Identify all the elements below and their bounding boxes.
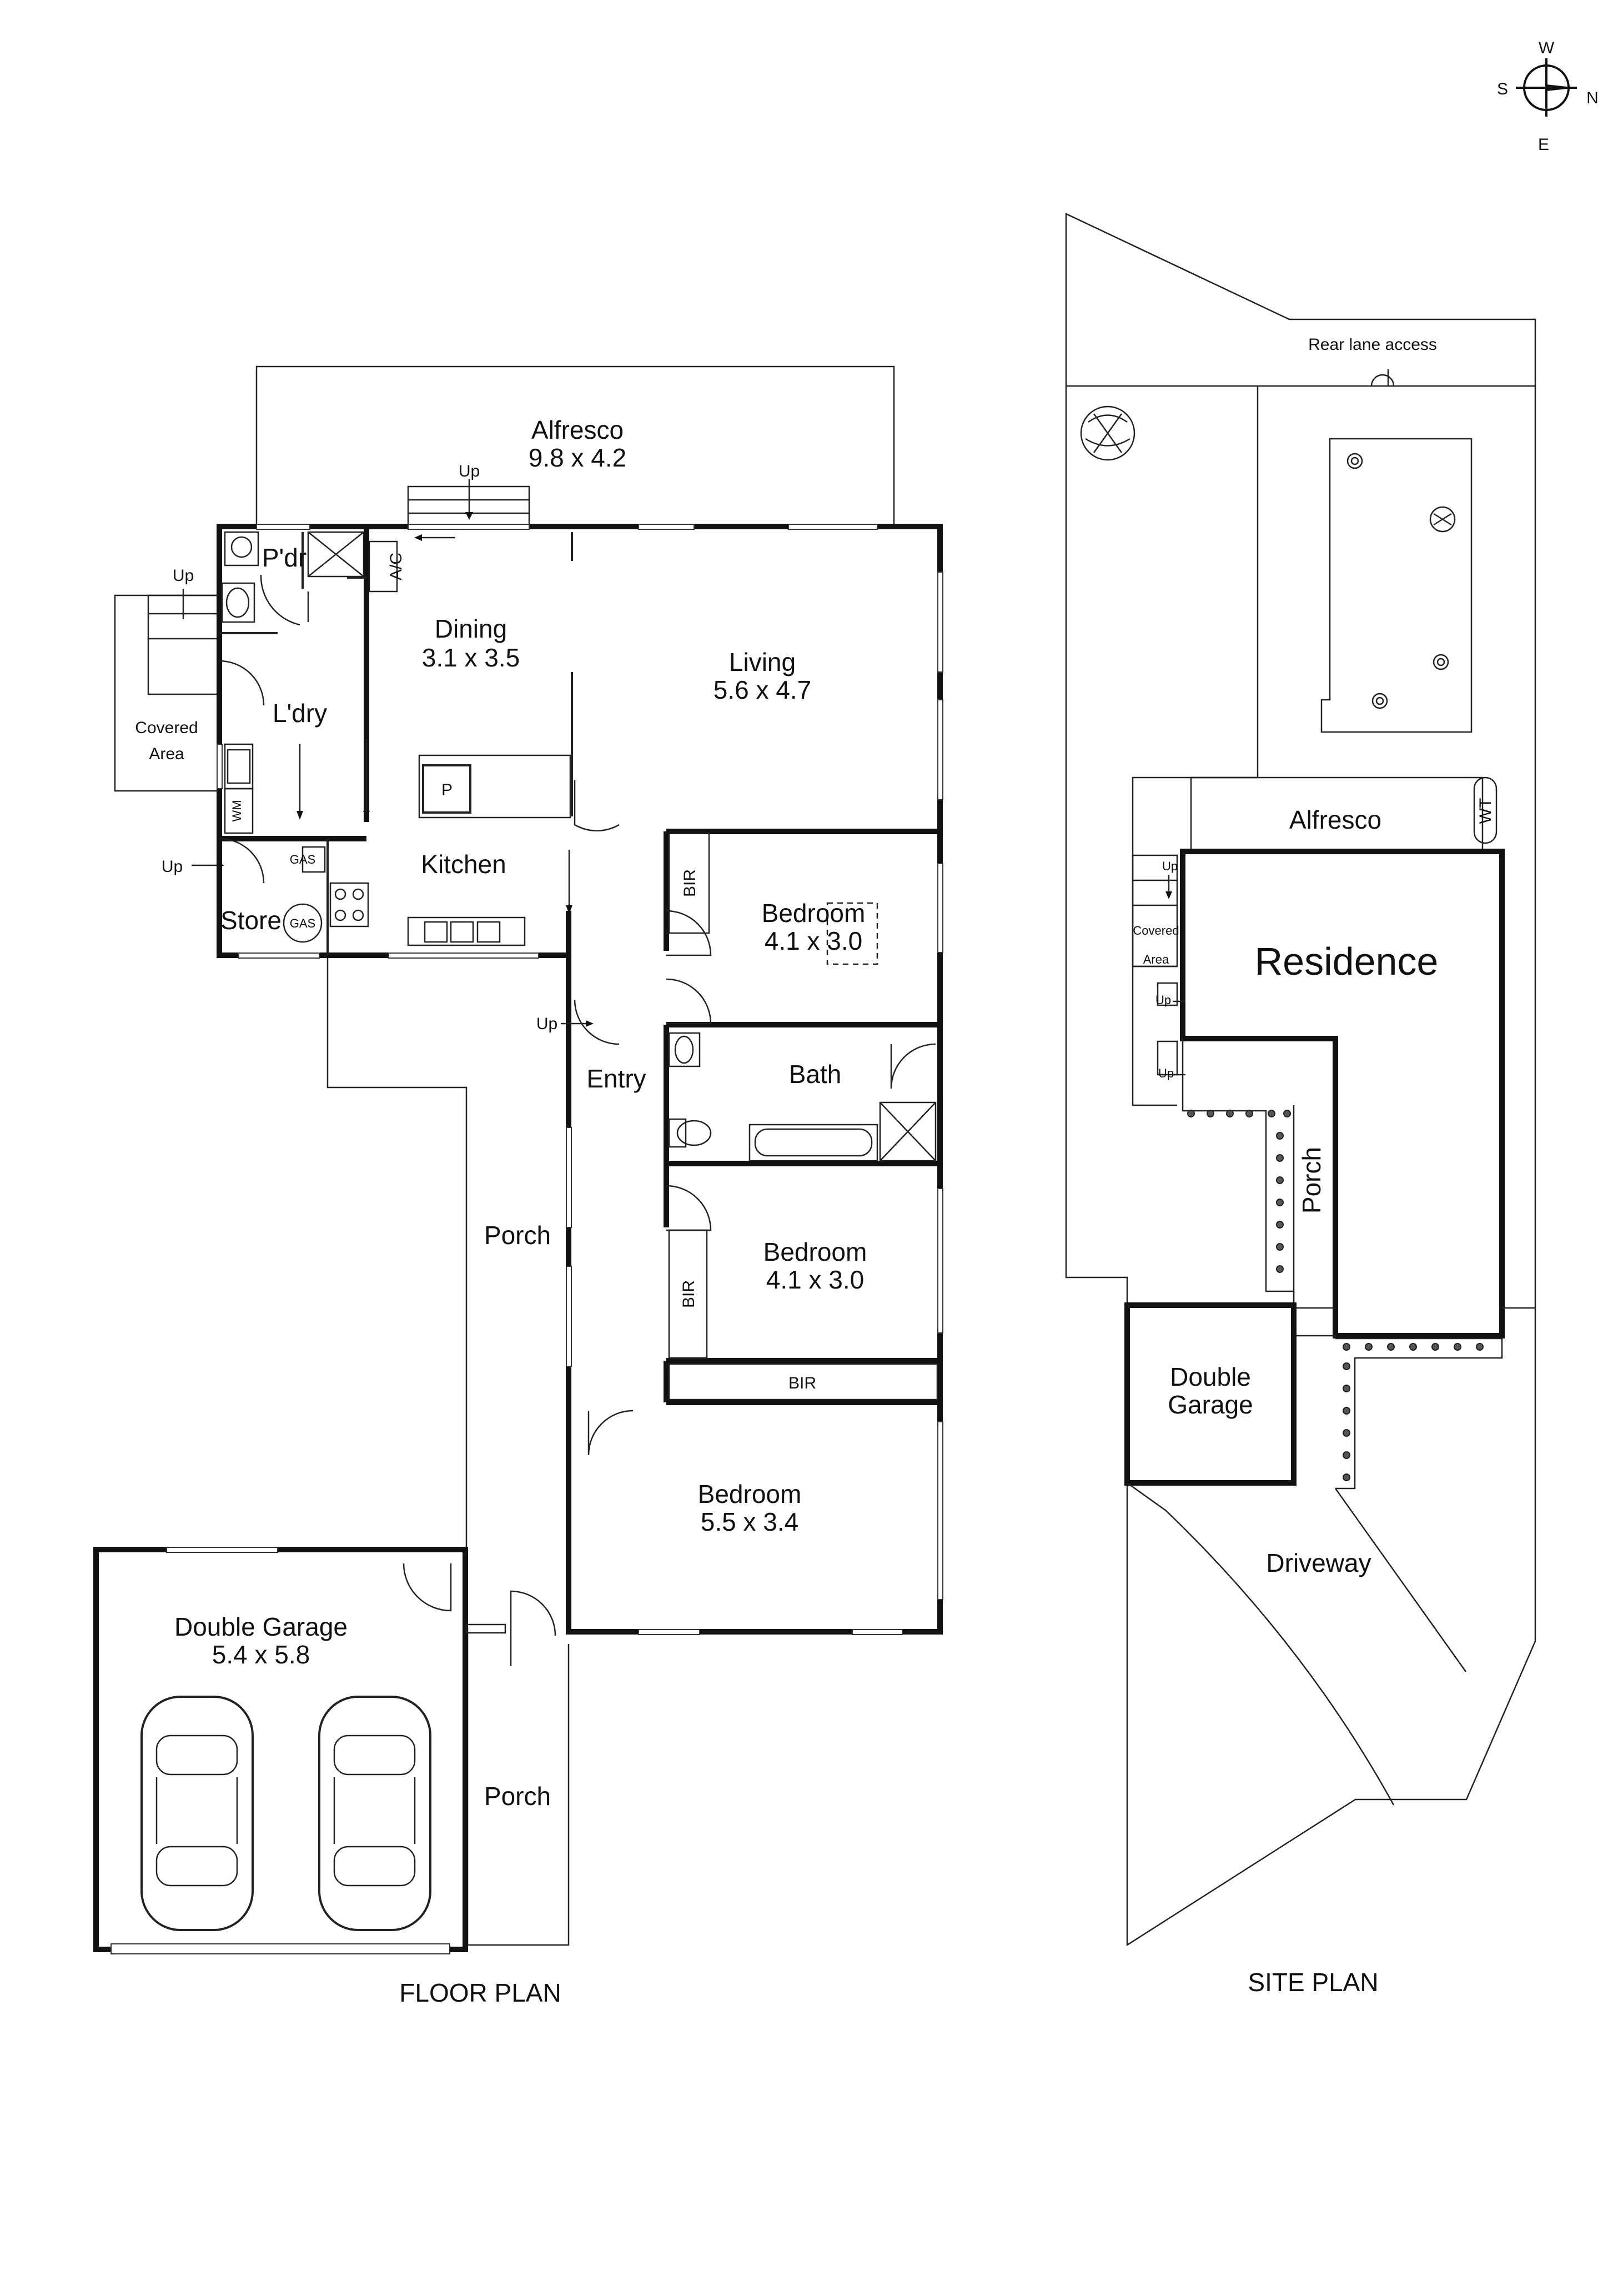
house-outer-wall [217,524,943,1635]
step-arrows [192,862,594,1027]
covered-label-2: Area [149,745,184,763]
garage-door [110,1943,450,1954]
car-left [140,1696,254,1931]
dining-label: Dining [435,614,507,643]
laundry-label: L'dry [273,699,327,728]
site-plan: Rear lane access Alfresco WT Residence U… [1065,213,1536,1997]
shower-powder [307,531,365,578]
residence-label: Residence [1255,940,1439,983]
garage-dims: 5.4 x 5.8 [212,1640,310,1669]
tree-icon [1080,405,1135,461]
bir-bedroom1 [668,832,710,934]
car-right [318,1696,431,1931]
porch-path [326,949,468,1627]
porch-posts [1187,1110,1484,1481]
pantry-label: P [441,781,453,799]
fixtures [221,531,938,1401]
bir2-label: BIR [680,1280,698,1308]
site-plan-caption: SITE PLAN [1248,1968,1378,1997]
site-garage [1124,1302,1297,1486]
floor-plan: Alfresco 9.8 x 4.2 Up P'dr A/C Dining 3.… [93,365,943,2007]
bir-bedroom2 [668,1229,708,1359]
ac-label: A/C [387,553,405,580]
kitchen-label: Kitchen [421,850,506,879]
bir1-label: BIR [681,869,699,897]
entry-up: Up [536,1015,557,1033]
floor-plan-caption: FLOOR PLAN [399,1978,561,2007]
wm-label: WM [230,800,244,821]
entry-label: Entry [586,1064,646,1093]
site-garage-label-1: Double [1170,1362,1251,1391]
site-garage-label-2: Garage [1168,1390,1253,1419]
compass-s: S [1497,80,1508,98]
bir-bedroom3 [668,1363,938,1401]
pantry [422,764,471,814]
site-boundary [1065,213,1536,1947]
living-label: Living [729,648,796,676]
cooktop [329,882,369,928]
gas-label-top: GAS [290,853,315,866]
bir3-label: BIR [788,1374,816,1392]
site-covered-area [1132,854,1178,1076]
doors [219,574,936,1666]
water-tank [1473,776,1498,844]
kitchen-sink [407,916,526,946]
alfresco-label: Alfresco [531,415,624,444]
site-alfresco-label: Alfresco [1289,805,1381,834]
floor-plan-labels: Alfresco 9.8 x 4.2 Up P'dr A/C Dining 3.… [135,415,867,2007]
porch-label: Porch [484,1221,551,1250]
compass-rose: W S N E [1497,39,1599,154]
site-porch-label: Porch [1297,1147,1326,1214]
bedroom1-dims: 4.1 x 3.0 [765,926,862,955]
alfresco-up: Up [459,462,480,480]
covered-up: Up [173,567,194,585]
dining-dims: 3.1 x 3.5 [422,643,520,672]
site-up-2: Up [1155,993,1171,1007]
site-up-3: Up [1158,1066,1174,1080]
kitchen-island [418,754,571,819]
driveway-label: Driveway [1266,1548,1371,1577]
rear-lane-label: Rear lane access [1308,335,1437,354]
ceiling-fan-zone [826,902,878,965]
site-covered-1: Covered [1133,924,1179,938]
store-label: Store [220,906,282,935]
powder-label: P'dr [262,543,306,572]
site-up-1: Up [1162,859,1178,873]
site-plan-labels: Rear lane access Alfresco WT Residence U… [1133,335,1495,1997]
porch-lower-label: Porch [484,1782,551,1811]
wt-label: WT [1476,798,1495,824]
small-tree-icons [1346,453,1456,709]
site-covered-2: Area [1143,953,1169,966]
bedroom3-label: Bedroom [698,1480,802,1508]
gas-store-tank [283,903,323,943]
bedroom2-dims: 4.1 x 3.0 [766,1265,864,1294]
store-up: Up [162,858,183,876]
toilet-powder [224,531,259,567]
bathtub [748,1124,878,1162]
site-step-arrows [1165,875,1185,1076]
compass-n: N [1586,89,1599,107]
bedroom2-label: Bedroom [763,1237,867,1266]
alfresco-dims: 9.8 x 4.2 [529,443,626,472]
compass-e: E [1538,136,1549,154]
windows [217,524,943,1635]
covered-label-1: Covered [135,719,198,737]
bath-shower [879,1101,937,1162]
garage-label: Double Garage [174,1612,348,1641]
living-dims: 5.6 x 4.7 [713,675,811,704]
gas-label-store: GAS [290,916,315,930]
garden-bed [1320,438,1473,733]
bath-label: Bath [789,1060,842,1089]
bedroom3-dims: 5.5 x 3.4 [701,1507,798,1536]
bedroom1-label: Bedroom [762,899,866,928]
compass-w: W [1539,39,1555,57]
